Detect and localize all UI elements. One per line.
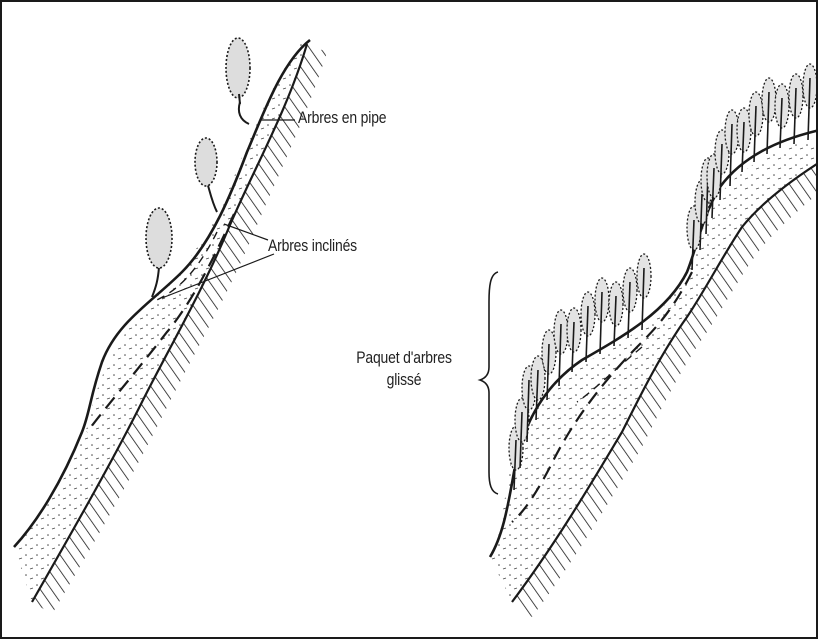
label-arbres-inclines: Arbres inclinés: [268, 236, 357, 256]
tree-icon: [226, 38, 250, 124]
curly-brace-icon: [480, 272, 498, 494]
left-soil-layer: [14, 42, 307, 602]
label-paquet-line2: glissé: [338, 370, 469, 390]
tree-icon: [789, 74, 803, 144]
tree-icon: [195, 138, 217, 212]
tree-icon: [775, 84, 789, 148]
tree-icon: [554, 310, 568, 386]
tree-icon: [762, 78, 776, 154]
right-slope: [480, 64, 818, 617]
label-arbres-en-pipe: Arbres en pipe: [298, 108, 386, 128]
tree-icon: [803, 64, 817, 140]
left-slope: [14, 38, 327, 614]
tree-icon: [581, 292, 595, 362]
label-paquet-line1: Paquet d'arbres: [338, 348, 469, 368]
tree-icon: [595, 278, 609, 354]
